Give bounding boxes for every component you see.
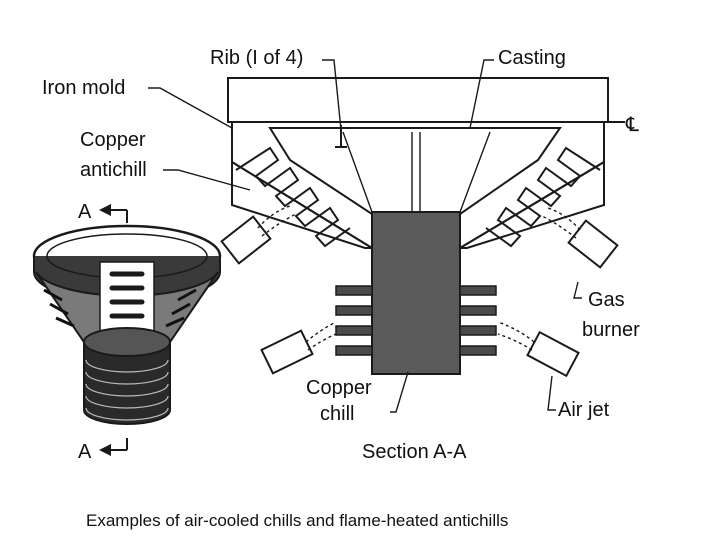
chill-top-face (83, 327, 171, 357)
leader-iron-mold (148, 87, 233, 129)
section-arrow-bottom-head (99, 444, 111, 456)
label-air-jet: Air jet (558, 399, 610, 421)
flame-left (257, 205, 297, 237)
chill-fin-l4 (335, 345, 373, 356)
gas-burner-left (220, 215, 272, 265)
flame-right (541, 207, 581, 239)
iron-mold-left (231, 160, 376, 249)
label-section-mark-bottom: A (78, 441, 92, 463)
copper-antichill-right (485, 146, 601, 248)
leader-gas-burner (573, 281, 582, 299)
chill-fin-l3 (335, 325, 373, 336)
chill-grooves (85, 359, 169, 421)
air-stream-right (497, 321, 535, 351)
air-jet-right (526, 330, 580, 378)
label-copper-chill-1: Copper (306, 377, 372, 399)
chill-fin-l2 (335, 305, 373, 316)
label-copper-antichill-1: Copper (80, 129, 146, 151)
leader-casting (469, 59, 494, 129)
iron-mold-right (456, 160, 605, 249)
leader-rib (322, 59, 342, 131)
chill-fin-l1 (335, 285, 373, 296)
chill-fin-r1 (459, 285, 497, 296)
figure-caption: Examples of air-cooled chills and flame-… (86, 511, 508, 530)
leader-air-jet (547, 375, 556, 411)
label-section-mark-top: A (78, 201, 92, 223)
label-gas-burner-2: burner (582, 319, 640, 341)
rib-line-2 (459, 131, 491, 213)
label-copper-antichill-2: antichill (80, 159, 147, 181)
copper-antichill-left (235, 146, 351, 248)
label-iron-mold: Iron mold (42, 77, 125, 99)
label-gas-burner-1: Gas (588, 289, 625, 311)
cone-fins-left (43, 288, 197, 328)
label-rib: Rib (I of 4) (210, 47, 303, 69)
chill-3d-view (32, 204, 222, 456)
air-jet-left (260, 329, 314, 375)
section-drawing (148, 59, 625, 413)
chill-fin-r4 (459, 345, 497, 356)
leader-copper-chill (390, 371, 409, 413)
window-fins (109, 271, 145, 319)
section-arrow-top-head (99, 204, 111, 216)
gas-burner-right (567, 219, 619, 269)
label-centerline: ℄ (625, 114, 639, 136)
label-copper-chill-2: chill (320, 403, 354, 425)
air-stream-left (305, 321, 337, 351)
leader-antichill (163, 169, 251, 191)
iron-mold-top (227, 77, 609, 123)
chill-fin-r3 (459, 325, 497, 336)
copper-chill-block (371, 211, 461, 375)
label-casting: Casting (498, 47, 566, 69)
chill-cylinder (83, 341, 171, 425)
chill-fin-r2 (459, 305, 497, 316)
label-section-title: Section A-A (362, 441, 467, 463)
rib-line-1 (342, 131, 373, 213)
